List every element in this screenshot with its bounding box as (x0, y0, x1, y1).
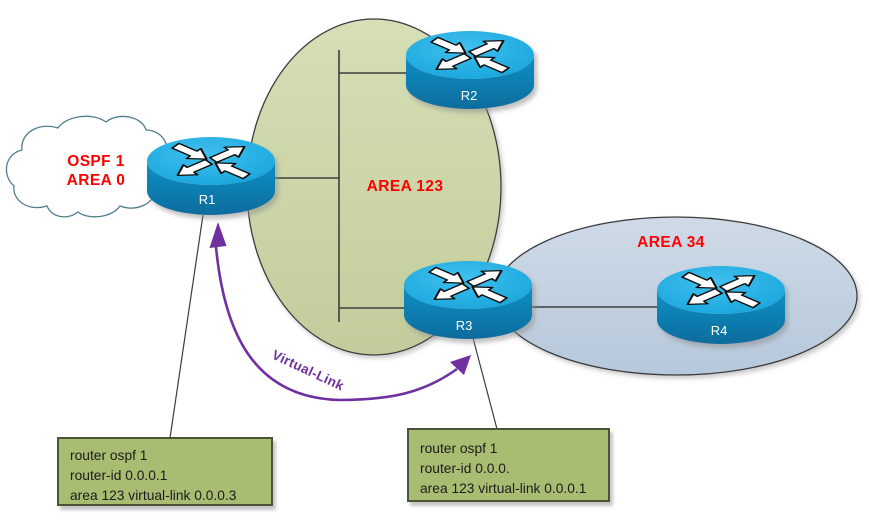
virtual-link-label: Virtual-Link (270, 347, 347, 393)
router-r1-label: R1 (199, 192, 216, 207)
config-box-r3-line2: router-id 0.0.0. (420, 461, 510, 476)
router-r3-label: R3 (456, 318, 473, 333)
leader-r3-configbox (472, 337, 498, 430)
virtual-link-curve (214, 246, 458, 402)
config-box-r1-line3: area 123 virtual-link 0.0.0.3 (70, 488, 237, 503)
config-box-r3-line3: area 123 virtual-link 0.0.0.1 (420, 481, 587, 496)
leader-r1-configbox (169, 214, 204, 439)
config-box-r1-line1: router ospf 1 (70, 448, 148, 463)
virtual-link-arrowhead-r1 (209, 222, 227, 248)
config-box-r3-line1: router ospf 1 (420, 441, 498, 456)
virtual-link-arrowhead-r3 (450, 355, 471, 375)
router-r1: R1 (145, 135, 277, 217)
area34-label: AREA 34 (637, 234, 705, 251)
config-box-r1: router ospf 1 router-id 0.0.0.1 area 123… (57, 437, 273, 506)
area0-label-line1: OSPF 1 (67, 153, 125, 170)
area0-cloud-shape (5, 115, 172, 218)
network-links (272, 50, 660, 322)
config-box-r3: router ospf 1 router-id 0.0.0. area 123 … (407, 428, 610, 502)
router-r4: R4 (655, 264, 787, 346)
area0-label-line2: AREA 0 (67, 172, 126, 189)
router-r4-label: R4 (711, 323, 728, 338)
config-box-r1-line2: router-id 0.0.0.1 (70, 468, 168, 483)
area123-label: AREA 123 (367, 178, 444, 195)
router-r3: R3 (402, 259, 534, 341)
router-r2-label: R2 (461, 88, 478, 103)
router-r2: R2 (404, 29, 536, 111)
